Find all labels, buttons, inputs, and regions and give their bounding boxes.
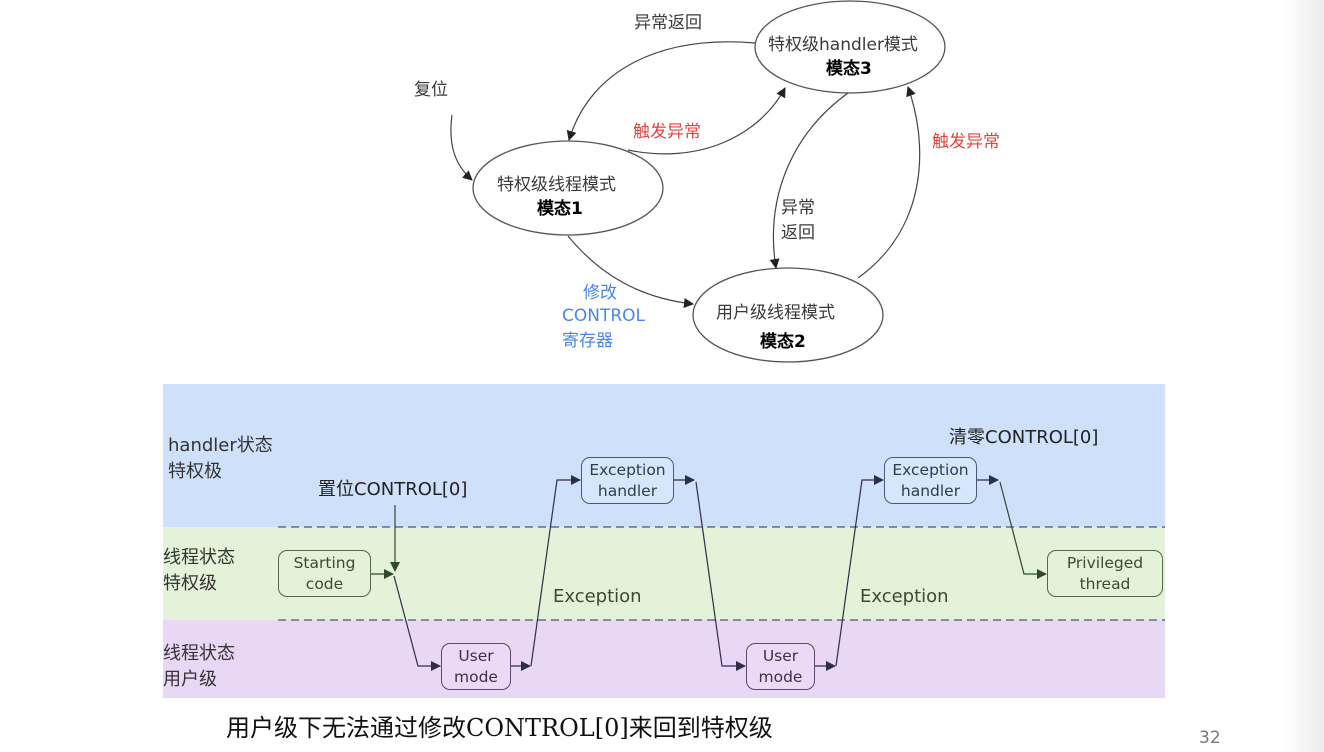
node-line1: Privileged xyxy=(1066,553,1144,572)
lane-label-line2: 用户级 xyxy=(163,669,217,690)
state-mode3-ellipse xyxy=(754,0,946,94)
state-mode1-name: 特权级线程模式 xyxy=(497,175,616,195)
node-exception-handler-2: Exception handler xyxy=(884,457,977,504)
trigger-exception-1to3-arrow xyxy=(627,87,786,155)
clear-control-annotation: 清零CONTROL[0] xyxy=(949,427,1099,448)
slide-caption: 用户级下无法通过修改CONTROL[0]来回到特权级 xyxy=(226,714,773,742)
exception-return-3to2-label-line2: 返回 xyxy=(781,223,815,243)
reset-arrow xyxy=(450,114,473,181)
exception-return-3to2-arrow xyxy=(769,92,849,269)
lane-label-thread-user: 线程状态 用户级 xyxy=(163,641,235,693)
node-line2: mode xyxy=(454,667,498,686)
node-line2: handler xyxy=(900,481,961,500)
exception-return-3to1-arrow xyxy=(566,41,756,141)
lane-label-line1: 线程状态 xyxy=(163,643,235,664)
node-line1: Starting xyxy=(293,553,356,572)
node-user-mode-1: User mode xyxy=(441,643,511,690)
node-privileged-thread: Privileged thread xyxy=(1047,550,1163,597)
trigger-exception-2to3-arrow xyxy=(857,86,921,279)
lane-label-line1: 线程状态 xyxy=(163,547,235,568)
node-starting-code: Starting code xyxy=(278,550,371,597)
state-mode3-label: 模态3 xyxy=(826,59,872,79)
modify-control-label-line2: CONTROL xyxy=(562,306,646,326)
node-line1: Exception xyxy=(589,460,666,479)
exception-return-3to2-label-line1: 异常 xyxy=(781,198,815,218)
state-mode2-name: 用户级线程模式 xyxy=(716,303,835,323)
modify-control-label-line3: 寄存器 xyxy=(562,331,613,351)
trigger-exception-1to3-label: 触发异常 xyxy=(633,122,701,142)
node-line2: code xyxy=(305,574,344,593)
node-user-mode-2: User mode xyxy=(746,643,815,690)
lane-label-line2: 特权级 xyxy=(163,573,217,594)
page-number: 32 xyxy=(1199,728,1221,748)
state-mode2-label: 模态2 xyxy=(760,332,806,352)
set-control-annotation: 置位CONTROL[0] xyxy=(318,479,468,500)
lane-label-thread-privileged: 线程状态 特权级 xyxy=(163,545,235,597)
node-line1: User xyxy=(458,646,494,665)
lane-label-line2: 特权极 xyxy=(168,461,222,482)
state-mode2-ellipse xyxy=(692,267,884,363)
exception-return-top-label: 异常返回 xyxy=(634,13,702,33)
node-line2: mode xyxy=(758,667,803,686)
page-edge-shade xyxy=(1284,0,1324,752)
flow-to-user-mode-1 xyxy=(393,575,441,671)
exception-annotation-1: Exception xyxy=(553,586,642,607)
flow-to-exception-handler-1 xyxy=(530,475,581,667)
flow-to-privileged-thread xyxy=(999,481,1047,579)
trigger-exception-2to3-label: 触发异常 xyxy=(932,132,1000,152)
flow-to-exception-handler-2 xyxy=(835,475,884,667)
node-line2: thread xyxy=(1079,574,1131,593)
state-mode3-name: 特权级handler模式 xyxy=(768,35,918,55)
modify-control-1to2-arrow xyxy=(567,235,694,308)
node-exception-handler-1: Exception handler xyxy=(581,457,674,504)
state-mode1-ellipse xyxy=(472,140,664,236)
flow-to-user-mode-2 xyxy=(695,481,746,671)
modify-control-label-line1: 修改 xyxy=(583,283,617,303)
node-line1: Exception xyxy=(892,460,969,479)
node-line2: handler xyxy=(597,481,658,500)
reset-label: 复位 xyxy=(414,80,448,100)
lane-label-line1: handler状态 xyxy=(168,435,273,456)
exception-annotation-2: Exception xyxy=(860,586,949,607)
node-line1: User xyxy=(762,646,799,665)
state-diagram xyxy=(450,0,946,363)
state-mode1-label: 模态1 xyxy=(537,199,583,219)
lane-label-handler-privileged: handler状态 特权极 xyxy=(168,433,273,485)
lane-thread-user xyxy=(163,620,1165,698)
